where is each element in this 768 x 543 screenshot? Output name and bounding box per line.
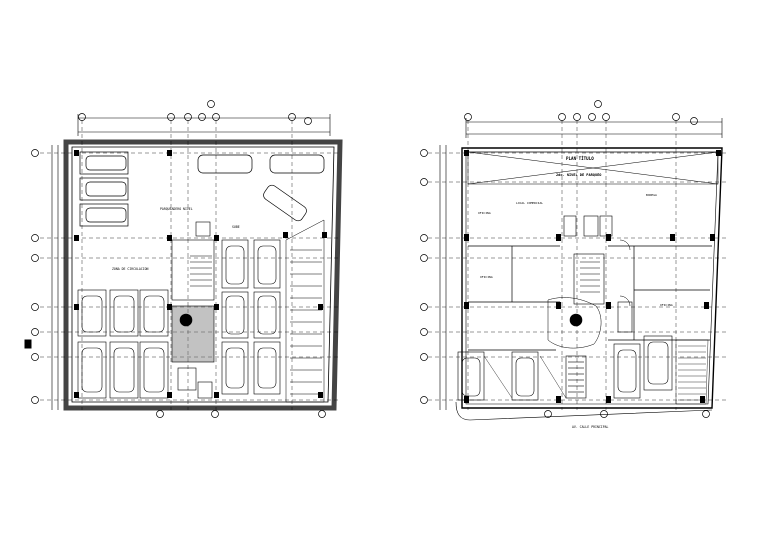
right-label-room-d: OFICINA [480, 275, 493, 279]
right-label-room-b: LOCAL COMERCIAL [516, 201, 543, 205]
right-street-edge [455, 401, 713, 421]
right-label-room-e: OFICINA [660, 303, 673, 307]
left-floor-plan [24, 100, 343, 418]
right-ramp [675, 339, 709, 405]
right-plan-footer: AV. CALLE PRINCIPAL [572, 425, 609, 429]
right-top-slab [467, 151, 719, 185]
left-columns [74, 150, 327, 398]
left-stair-core [171, 221, 215, 399]
left-parking-bottom [77, 289, 169, 399]
right-columns [464, 150, 721, 403]
left-outer-wall [63, 139, 343, 411]
left-label-middle: ZONA DE CIRCULACION [112, 267, 149, 271]
left-top-dimensions [77, 114, 331, 136]
left-parking-top [79, 151, 325, 227]
left-grid-bubbles-side [31, 145, 59, 410]
left-label-note: SUBE [232, 225, 240, 229]
right-plan-subtitle: 2do. NIVEL DE PARQUEO [556, 173, 601, 177]
right-label-room-a: OFICINA [478, 211, 491, 215]
right-floor-plan [420, 100, 726, 421]
right-parking-bottom [457, 335, 673, 401]
left-ramp [285, 219, 325, 403]
right-label-room-c: BODEGA [646, 193, 657, 197]
right-top-dimensions [465, 118, 723, 138]
right-grid-bubbles-side [420, 145, 447, 410]
right-stair-core [547, 215, 633, 399]
left-parking-center [221, 239, 281, 395]
left-label-upper: PARQUEADERO NIVEL [160, 207, 193, 211]
left-marker [24, 339, 32, 349]
right-plan-title: PLAN TÍTULO [566, 156, 594, 161]
